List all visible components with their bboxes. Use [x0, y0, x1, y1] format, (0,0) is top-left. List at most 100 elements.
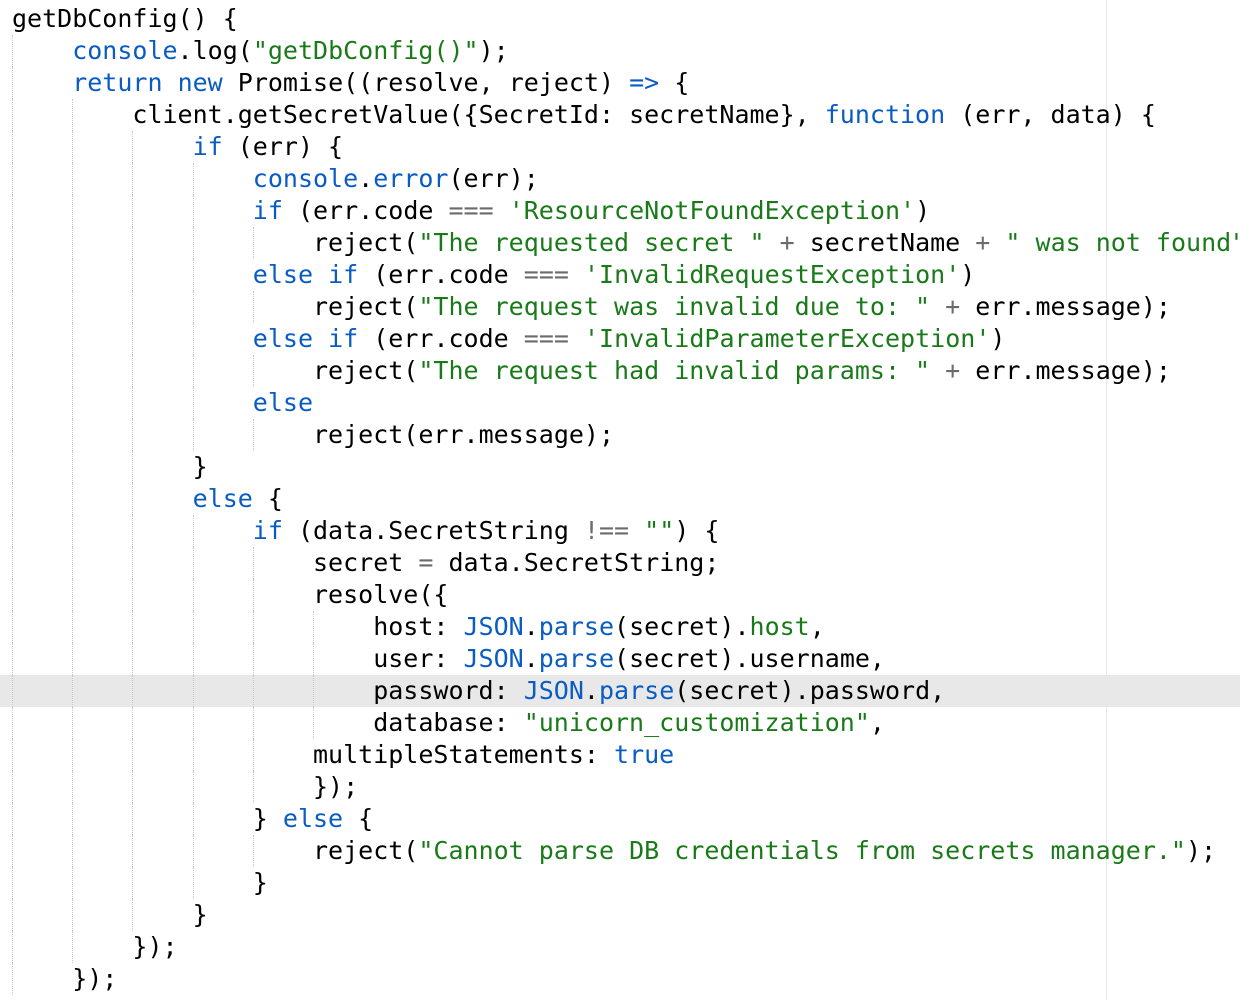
code-line[interactable]: reject("The requested secret " + secretN… — [0, 227, 1240, 259]
code-token: if — [328, 260, 359, 289]
indent-guide — [132, 131, 134, 163]
code-line[interactable]: } — [0, 867, 1240, 899]
code-line[interactable]: secret = data.SecretString; — [0, 547, 1240, 579]
code-line[interactable]: return new Promise((resolve, reject) => … — [0, 67, 1240, 99]
code-token: = — [418, 548, 434, 577]
code-token: . — [523, 612, 539, 641]
code-token: (err.code — [358, 260, 524, 289]
code-token: getDbConfig() { — [12, 4, 238, 33]
code-text: reject("Cannot parse DB credentials from… — [313, 835, 1216, 867]
indent-guide — [313, 707, 314, 739]
code-token: (err, data) { — [945, 100, 1156, 129]
code-token: === — [523, 260, 569, 289]
indent-guide — [192, 739, 194, 771]
indent-guide — [192, 195, 194, 227]
code-token — [569, 260, 584, 289]
code-line[interactable]: console.log("getDbConfig()"); — [0, 35, 1240, 67]
indent-guide — [252, 835, 254, 867]
indent-guide — [192, 355, 194, 387]
indent-guide — [132, 899, 134, 931]
code-token: "Cannot parse DB credentials from secret… — [418, 836, 1186, 865]
indent-guide — [12, 931, 13, 963]
code-line[interactable]: } else { — [0, 803, 1240, 835]
indent-guide — [132, 259, 134, 291]
code-token: database: — [373, 708, 524, 737]
indent-guide — [12, 867, 13, 899]
code-token: client.getSecretValue({SecretId: secretN… — [132, 100, 825, 129]
code-token: } — [192, 900, 208, 929]
code-line[interactable]: }); — [0, 771, 1240, 803]
code-token — [930, 292, 945, 321]
code-line[interactable]: else — [0, 387, 1240, 419]
indent-guide — [192, 547, 194, 579]
indent-guide — [252, 739, 254, 771]
code-line[interactable]: else if (err.code === 'InvalidRequestExc… — [0, 259, 1240, 291]
code-text: else if (err.code === 'InvalidRequestExc… — [253, 259, 976, 291]
code-token: error — [373, 164, 449, 193]
indent-guide — [72, 387, 74, 419]
indent-guide — [72, 899, 74, 931]
code-token — [930, 356, 945, 385]
code-token: host — [749, 612, 810, 641]
code-token — [313, 260, 328, 289]
code-token: if — [192, 132, 223, 161]
code-token: JSON — [463, 644, 524, 673]
code-line[interactable]: } — [0, 451, 1240, 483]
indent-guide — [192, 707, 194, 739]
code-line[interactable]: else if (err.code === 'InvalidParameterE… — [0, 323, 1240, 355]
code-line[interactable]: host: JSON.parse(secret).host, — [0, 611, 1240, 643]
indent-guide — [12, 67, 13, 99]
code-token: JSON — [463, 612, 524, 641]
code-line[interactable]: password: JSON.parse(secret).password, — [0, 675, 1240, 707]
code-token — [629, 516, 644, 545]
indent-guide — [132, 323, 134, 355]
code-line[interactable]: reject("The request was invalid due to: … — [0, 291, 1240, 323]
code-line[interactable]: console.error(err); — [0, 163, 1240, 195]
code-token: data.SecretString; — [433, 548, 720, 577]
code-line[interactable]: if (err) { — [0, 131, 1240, 163]
indent-guide — [192, 611, 194, 643]
indent-guide — [12, 419, 13, 451]
indent-guide — [12, 611, 13, 643]
code-token: (secret).username, — [614, 644, 885, 673]
code-token: Promise((resolve, reject) — [222, 68, 630, 97]
code-token: + — [975, 228, 991, 257]
code-line[interactable]: }); — [0, 931, 1240, 963]
code-line[interactable]: reject("Cannot parse DB credentials from… — [0, 835, 1240, 867]
indent-guide — [132, 739, 134, 771]
indent-guide — [72, 163, 74, 195]
indent-guide — [252, 707, 254, 739]
indent-guide — [12, 195, 13, 227]
indent-guide — [132, 419, 134, 451]
indent-guide — [252, 611, 254, 643]
code-token: { — [659, 68, 690, 97]
code-line[interactable]: database: "unicorn_customization", — [0, 707, 1240, 739]
code-line[interactable]: if (data.SecretString !== "") { — [0, 515, 1240, 547]
code-text: getDbConfig() { — [12, 3, 238, 35]
code-token: "" — [644, 516, 675, 545]
code-token — [569, 324, 584, 353]
code-token: . — [523, 644, 539, 673]
code-token: . — [358, 164, 374, 193]
indent-guide — [12, 387, 13, 419]
code-line[interactable]: getDbConfig() { — [0, 3, 1240, 35]
code-token: true — [614, 740, 675, 769]
code-line[interactable]: resolve({ — [0, 579, 1240, 611]
indent-guide — [72, 515, 74, 547]
code-line[interactable]: multipleStatements: true — [0, 739, 1240, 771]
code-token: } — [192, 452, 208, 481]
code-line[interactable]: user: JSON.parse(secret).username, — [0, 643, 1240, 675]
code-token: ) — [990, 324, 1006, 353]
code-line[interactable]: reject("The request had invalid params: … — [0, 355, 1240, 387]
code-line[interactable]: client.getSecretValue({SecretId: secretN… — [0, 99, 1240, 131]
indent-guide — [72, 835, 74, 867]
code-line[interactable]: }); — [0, 963, 1240, 995]
indent-guide — [72, 867, 74, 899]
code-line[interactable]: reject(err.message); — [0, 419, 1240, 451]
code-token: resolve({ — [313, 580, 449, 609]
code-line[interactable]: if (err.code === 'ResourceNotFoundExcept… — [0, 195, 1240, 227]
indent-guide — [252, 771, 254, 803]
code-line[interactable]: } — [0, 899, 1240, 931]
code-line[interactable]: else { — [0, 483, 1240, 515]
